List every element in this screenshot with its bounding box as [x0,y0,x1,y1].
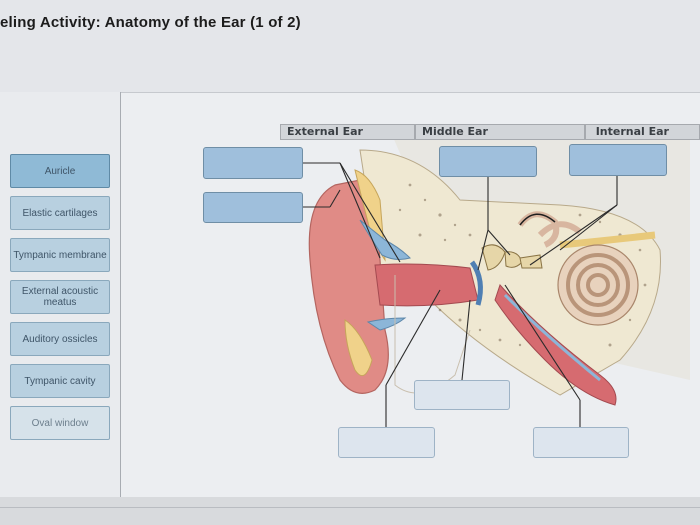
region-header-external-ear: External Ear [280,124,415,140]
drop-target-5[interactable] [414,380,510,410]
drop-target-4[interactable] [569,144,667,176]
drop-target-2[interactable] [203,192,303,223]
ear-canal [375,264,478,306]
region-header-middle-ear: Middle Ear [415,124,585,140]
drop-target-6[interactable] [338,427,435,458]
drop-target-7[interactable] [533,427,629,458]
cochlea-shape [558,245,638,325]
drop-target-1[interactable] [203,147,303,179]
region-header-internal-ear: Internal Ear [585,124,700,140]
drop-target-3[interactable] [439,146,537,177]
